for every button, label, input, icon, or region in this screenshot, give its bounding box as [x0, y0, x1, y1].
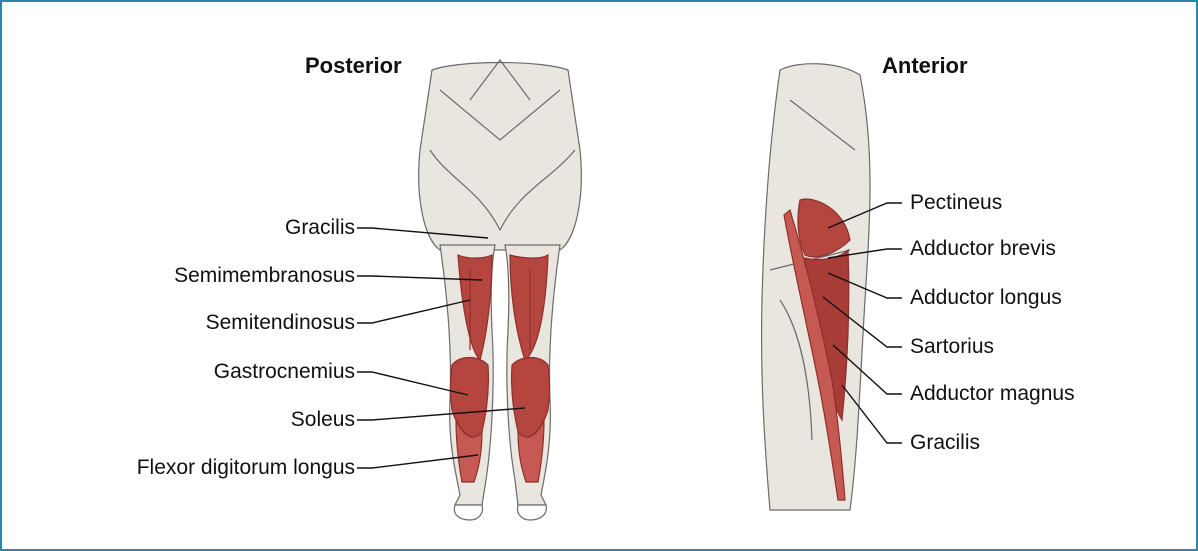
anterior-label-pectineus: Pectineus: [910, 191, 1002, 215]
posterior-label-gastrocnemius: Gastrocnemius: [214, 360, 355, 384]
anterior-thigh-illustration: [762, 64, 870, 510]
anterior-title: Anterior: [882, 53, 968, 79]
anterior-label-adductor-brevis: Adductor brevis: [910, 237, 1056, 261]
anterior-label-gracilis: Gracilis: [910, 431, 980, 455]
posterior-title: Posterior: [305, 53, 402, 79]
posterior-label-semitendinosus: Semitendinosus: [206, 311, 355, 335]
posterior-label-semimembranosus: Semimembranosus: [174, 264, 355, 288]
anterior-label-sartorius: Sartorius: [910, 335, 994, 359]
posterior-leader-lines: [357, 228, 525, 468]
posterior-legs-illustration: [419, 60, 582, 520]
anterior-label-adductor-longus: Adductor longus: [910, 286, 1062, 310]
posterior-label-soleus: Soleus: [291, 408, 355, 432]
posterior-label-gracilis: Gracilis: [285, 216, 355, 240]
anterior-label-adductor-magnus: Adductor magnus: [910, 382, 1075, 406]
posterior-label-flexor-digitorum-longus: Flexor digitorum longus: [137, 456, 355, 480]
